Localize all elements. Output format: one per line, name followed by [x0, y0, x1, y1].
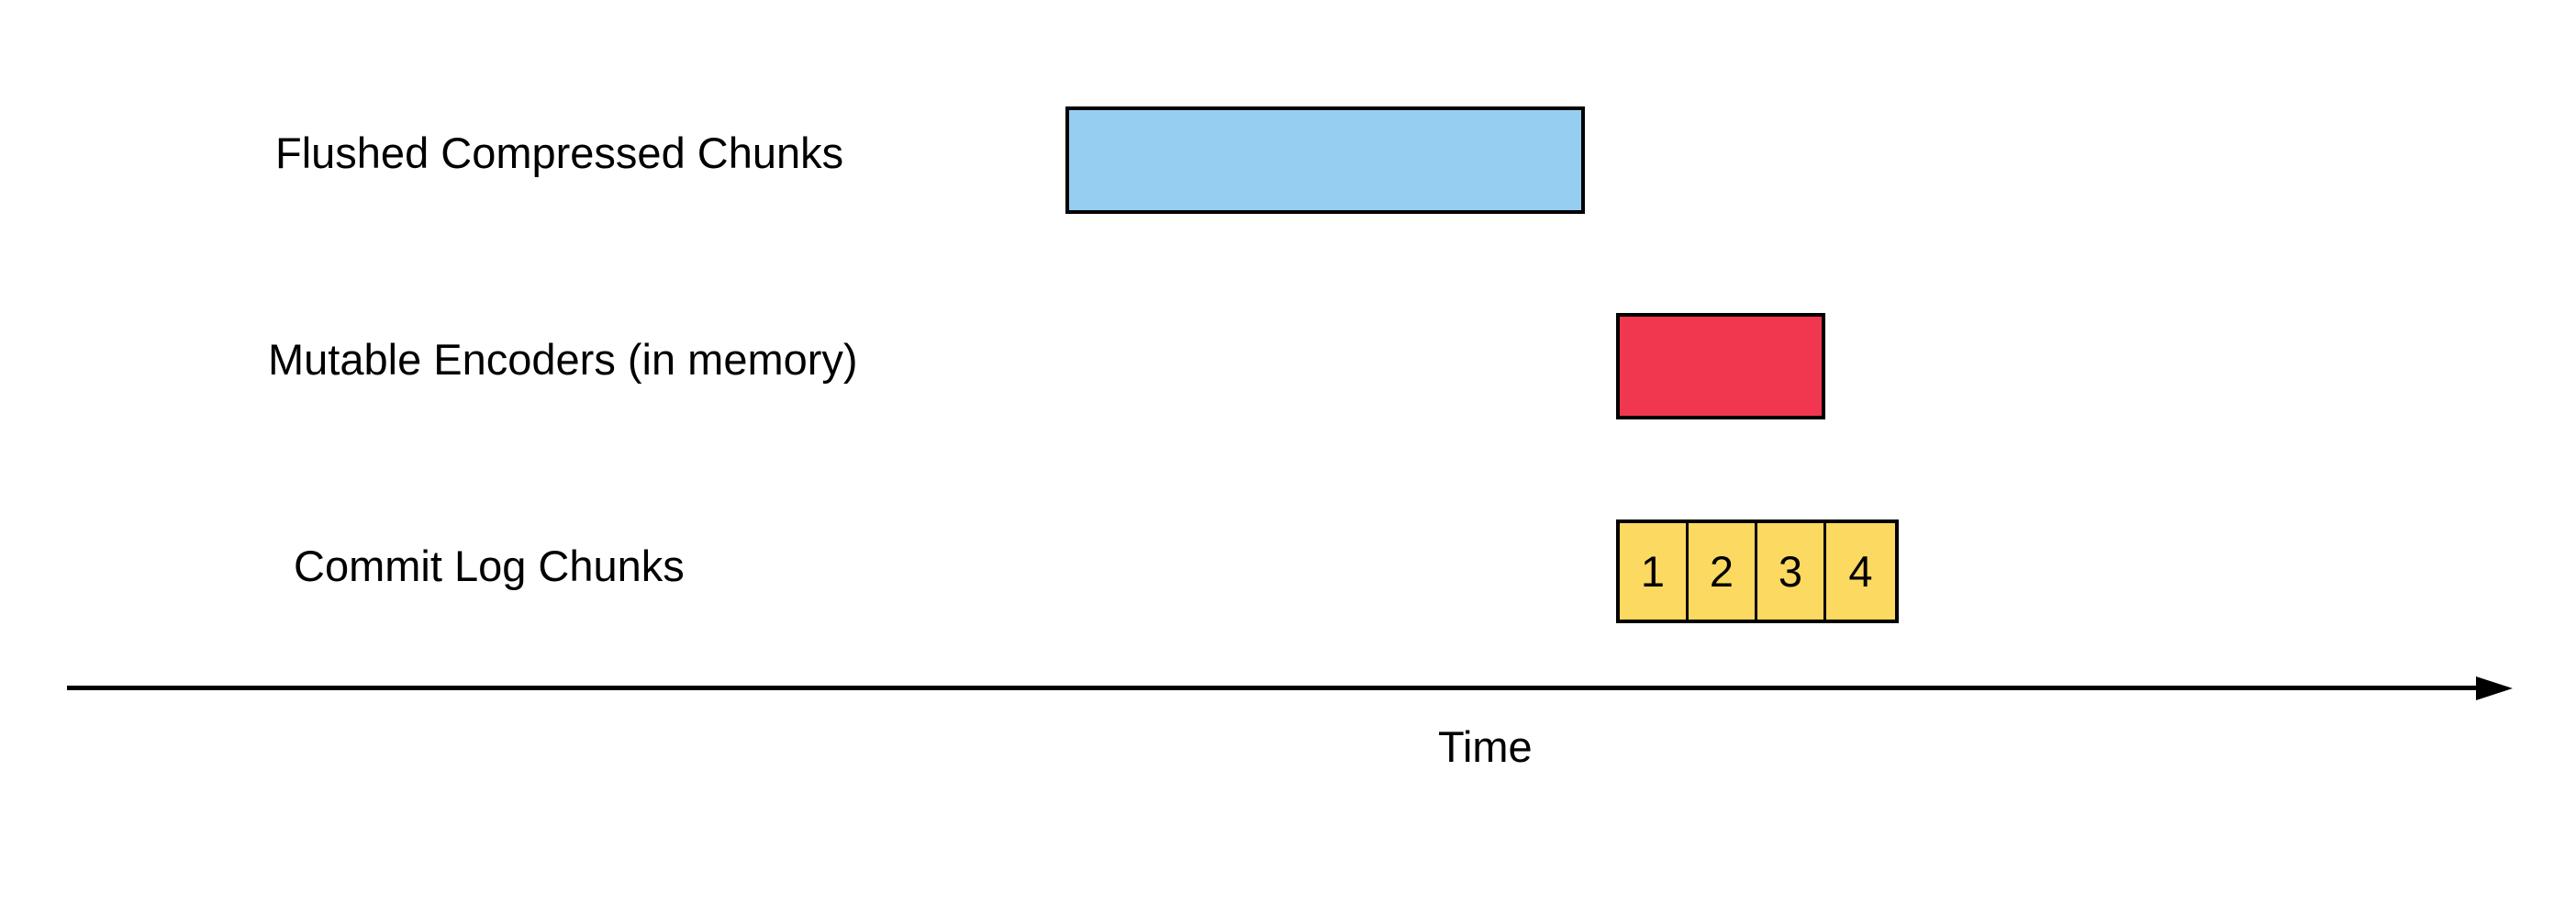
bar-mutable-encoders: [1616, 313, 1825, 419]
commit-log-chunk-cell: 4: [1826, 523, 1895, 620]
commit-log-chunk-cell: 1: [1620, 523, 1689, 620]
commit-log-chunk-cell: 2: [1689, 523, 1757, 620]
time-axis-line: [67, 686, 2481, 690]
row-label-flushed-compressed-chunks: Flushed Compressed Chunks: [275, 128, 844, 177]
bar-commit-log-chunks: 1 2 3 4: [1616, 519, 1899, 623]
arrow-right-icon: [2476, 676, 2513, 700]
row-label-mutable-encoders: Mutable Encoders (in memory): [268, 335, 858, 384]
commit-log-chunk-cell: 3: [1757, 523, 1826, 620]
bar-flushed-compressed-chunks: [1065, 106, 1585, 214]
time-axis-label: Time: [1438, 722, 1533, 771]
row-label-commit-log-chunks: Commit Log Chunks: [294, 542, 685, 590]
